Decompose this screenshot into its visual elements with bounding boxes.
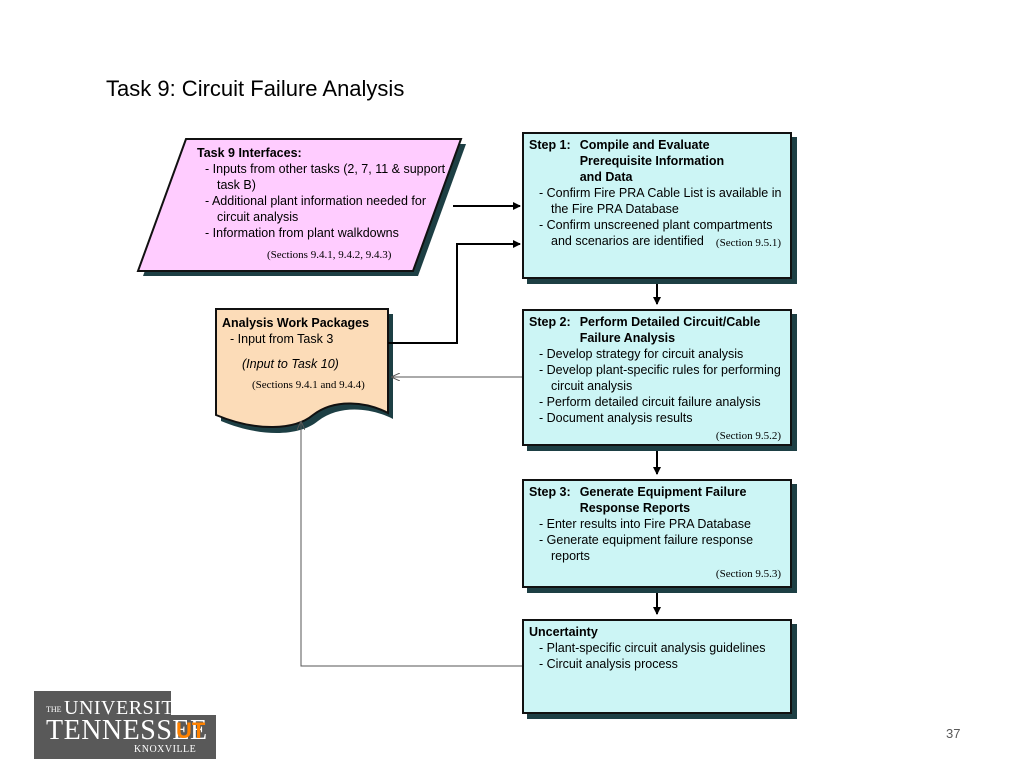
- logo-ut-mark: UT: [176, 718, 206, 743]
- interfaces-item: Additional plant information needed for …: [205, 193, 447, 225]
- step3-item: Enter results into Fire PRA Database: [529, 516, 785, 532]
- step3-box: Step 3: Generate Equipment Failure Respo…: [522, 479, 792, 588]
- interfaces-box: Task 9 Interfaces: Inputs from other tas…: [197, 145, 447, 263]
- step1-label: Step 1:: [529, 138, 571, 152]
- step2-label: Step 2:: [529, 315, 571, 329]
- step2-item: Develop strategy for circuit analysis: [529, 346, 785, 362]
- step1-item: Confirm Fire PRA Cable List is available…: [529, 185, 785, 217]
- work-packages-item: Input from Task 3: [230, 331, 392, 347]
- logo-university: UNIVERSITY: [64, 697, 189, 719]
- uncertainty-item: Plant-specific circuit analysis guidelin…: [529, 640, 785, 656]
- uncertainty-heading: Uncertainty: [529, 625, 598, 639]
- step3-label: Step 3:: [529, 485, 571, 499]
- step1-section-ref: (Section 9.5.1): [715, 237, 781, 249]
- step3-title: Generate Equipment Failure Response Repo…: [579, 485, 747, 515]
- work-packages-section-ref: (Sections 9.4.1 and 9.4.4): [252, 379, 365, 391]
- step2-item: Document analysis results: [529, 410, 785, 426]
- logo-tennessee: TENNESSEE: [46, 715, 208, 746]
- step2-item: Perform detailed circuit failure analysi…: [529, 394, 785, 410]
- step3-item: Generate equipment failure response repo…: [529, 532, 785, 564]
- interfaces-item: Inputs from other tasks (2, 7, 11 & supp…: [205, 161, 447, 193]
- interfaces-heading: Task 9 Interfaces:: [197, 146, 302, 160]
- page-number: 37: [946, 726, 961, 741]
- work-packages-box: Analysis Work Packages Input from Task 3…: [222, 315, 392, 393]
- slide-title: Task 9: Circuit Failure Analysis: [106, 76, 405, 101]
- logo-knoxville: KNOXVILLE: [134, 744, 197, 755]
- logo-clip-mask: [171, 691, 216, 715]
- work-packages-heading: Analysis Work Packages: [222, 316, 370, 330]
- university-logo: THE UNIVERSITY TENNESSEE UT KNOXVILLE: [34, 691, 216, 759]
- step1-box: Step 1: Compile and Evaluate Prerequisit…: [522, 132, 792, 279]
- step2-title: Perform Detailed Circuit/Cable Failure A…: [579, 315, 761, 345]
- interfaces-item: Information from plant walkdowns: [205, 225, 447, 241]
- logo-the: THE: [46, 705, 62, 714]
- interfaces-section-ref: (Sections 9.4.1, 9.4.2, 9.4.3): [267, 249, 392, 261]
- arrow-uncertainty-to-packages: [301, 422, 522, 667]
- step1-item: Confirm unscreened plant compartments an…: [529, 217, 785, 249]
- step2-item: Develop plant-specific rules for perform…: [529, 362, 785, 394]
- step3-section-ref: (Section 9.5.3): [715, 568, 781, 580]
- uncertainty-box: Uncertainty Plant-specific circuit analy…: [522, 619, 792, 714]
- work-packages-note: (Input to Task 10): [242, 357, 339, 371]
- step1-title: Compile and Evaluate Prerequisite Inform…: [579, 138, 725, 184]
- step2-section-ref: (Section 9.5.2): [715, 430, 781, 442]
- step2-box: Step 2: Perform Detailed Circuit/Cable F…: [522, 309, 792, 446]
- arrow-packages-to-step1: [388, 240, 521, 344]
- uncertainty-item: Circuit analysis process: [529, 656, 785, 672]
